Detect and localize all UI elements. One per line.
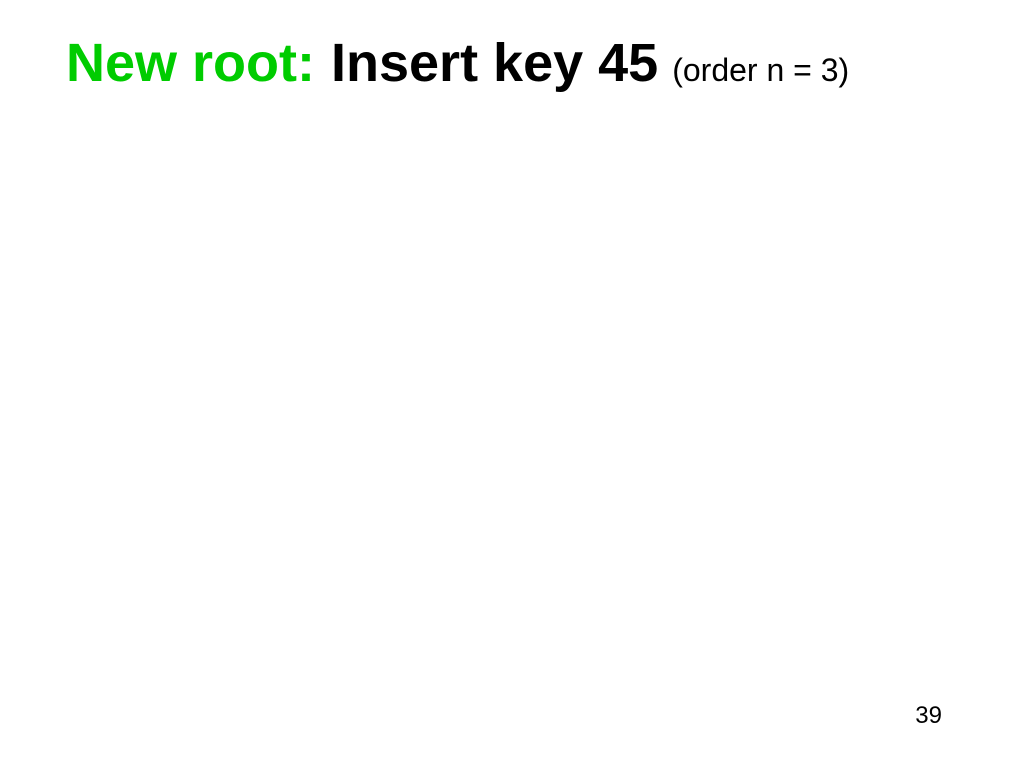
title-highlight: New root: [66,33,315,93]
slide-title: New root: Insert key 45 (order n = 3) [66,36,849,90]
title-annotation: (order n = 3) [672,52,850,88]
title-main: Insert key 45 [331,33,659,93]
page-number: 39 [915,702,942,729]
